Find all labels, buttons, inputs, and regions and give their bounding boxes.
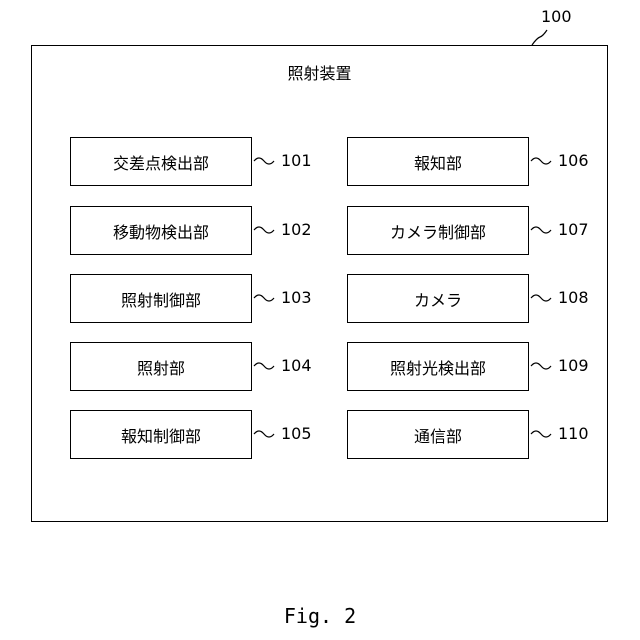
block-communication-unit: 通信部	[347, 410, 529, 459]
ref-label: 104	[281, 356, 312, 375]
ref-label: 109	[558, 356, 589, 375]
block-camera-controller: カメラ制御部	[347, 206, 529, 255]
ref-label: 108	[558, 288, 589, 307]
block-moving-object-detector: 移動物検出部	[70, 206, 252, 255]
ref-label: 102	[281, 220, 312, 239]
device-ref-label: 100	[541, 7, 572, 26]
block-label: 報知部	[414, 150, 462, 174]
ref-label: 110	[558, 424, 589, 443]
block-irradiation-unit: 照射部	[70, 342, 252, 391]
block-label: 照射制御部	[121, 287, 201, 311]
block-label: 交差点検出部	[113, 150, 209, 174]
ref-label: 105	[281, 424, 312, 443]
block-label: カメラ	[414, 287, 462, 311]
ref-label: 101	[281, 151, 312, 170]
figure-caption: Fig. 2	[0, 604, 640, 628]
block-irradiation-controller: 照射制御部	[70, 274, 252, 323]
ref-label: 107	[558, 220, 589, 239]
block-notification-unit: 報知部	[347, 137, 529, 186]
block-label: 通信部	[414, 423, 462, 447]
block-label: 照射光検出部	[390, 355, 486, 379]
block-camera: カメラ	[347, 274, 529, 323]
block-label: 照射部	[137, 355, 185, 379]
block-label: 移動物検出部	[113, 219, 209, 243]
ref-label: 103	[281, 288, 312, 307]
block-notification-controller: 報知制御部	[70, 410, 252, 459]
block-label: カメラ制御部	[390, 219, 486, 243]
block-irradiation-light-detector: 照射光検出部	[347, 342, 529, 391]
leader-100	[532, 30, 547, 45]
block-intersection-detector: 交差点検出部	[70, 137, 252, 186]
device-title: 照射装置	[32, 60, 607, 84]
ref-label: 106	[558, 151, 589, 170]
block-label: 報知制御部	[121, 423, 201, 447]
